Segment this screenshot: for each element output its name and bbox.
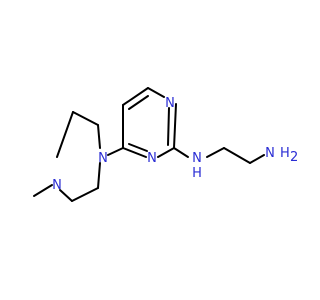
bond-n1-c2: [173, 103, 177, 149]
pyrimidine-ring: [122, 87, 177, 158]
atom-nh2-subscript: 2: [290, 150, 298, 165]
bond-ch2-nh2: [249, 154, 265, 164]
bond-npip-ca: [97, 124, 101, 149]
atom-nh-linker-h: H: [192, 166, 202, 181]
atom-nh2-n: N: [265, 146, 275, 161]
atom-labels: N N N N N H N H 2: [52, 96, 298, 193]
bond-n1-c2-inner: [167, 107, 170, 146]
bond-c5-c6-inner: [128, 95, 149, 110]
bond-cb-nme: [56, 111, 74, 158]
atom-nh2-h: H: [280, 146, 290, 161]
bond-cc-cd: [71, 187, 99, 202]
atom-n-piperazine-4: N: [52, 178, 62, 193]
bond-cd-npip: [97, 162, 101, 189]
atom-n-pyrimidine-3: N: [147, 151, 157, 166]
atom-n-pyrimidine-1: N: [165, 96, 175, 111]
atom-n-piperazine-1: N: [98, 151, 108, 166]
bond-c2-n3: [157, 147, 175, 158]
bond-c5-c6: [122, 87, 149, 106]
bond-ca-cb: [72, 111, 99, 126]
bond-nme-methyl: [33, 184, 53, 197]
bond-c2-nh: [173, 147, 189, 158]
bond-nme-cc: [59, 189, 73, 202]
bond-n3-c4-inner: [128, 143, 148, 152]
bond-c6-n1: [147, 87, 165, 98]
canvas-background: [0, 0, 300, 300]
bond-n3-c4: [122, 147, 147, 158]
molecule-structure-diagram: N N N N N H N H 2: [0, 0, 300, 300]
bond-ch2-ch2: [223, 147, 251, 164]
aminoethylamino-chain: [173, 147, 265, 164]
atom-nh-linker: N: [192, 151, 202, 166]
bond-c4-npip: [107, 147, 124, 156]
piperazine-ring: [33, 111, 124, 202]
bond-nh-ch2: [206, 147, 225, 158]
